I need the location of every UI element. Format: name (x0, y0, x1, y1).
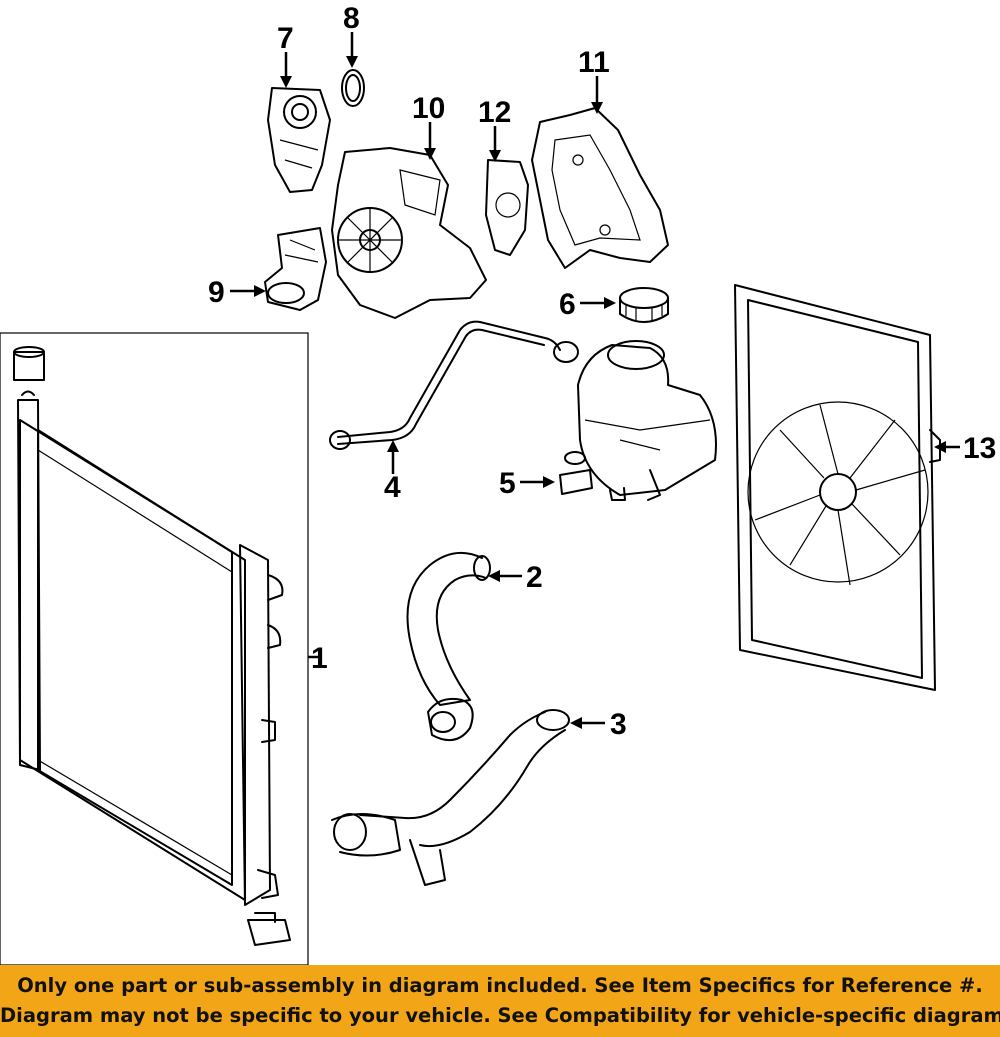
callout-12: 12 (478, 96, 511, 129)
pump-gasket-part (485, 159, 529, 256)
arrowhead-11 (591, 102, 603, 114)
coolant-reservoir-part (559, 340, 717, 501)
callout-8: 8 (343, 2, 360, 35)
upper-hose-part (406, 551, 491, 742)
arrowhead-7 (280, 76, 292, 88)
callout-11: 11 (578, 46, 610, 79)
reservoir-cap-part (619, 287, 669, 323)
o-ring-part (341, 69, 365, 107)
radiator-part (0, 332, 309, 965)
arrowhead-12 (489, 150, 501, 162)
arrowhead-4 (387, 440, 399, 452)
arrowhead-3 (570, 717, 582, 729)
arrowhead-9 (254, 285, 266, 297)
disclaimer-banner: Only one part or sub-assembly in diagram… (0, 965, 1000, 1037)
bleed-line-part (329, 320, 579, 450)
arrowhead-10 (424, 148, 436, 160)
callout-2: 2 (526, 561, 543, 594)
disclaimer-line-1: Only one part or sub-assembly in diagram… (17, 974, 983, 997)
fan-shroud-part (734, 284, 941, 691)
callout-7: 7 (277, 22, 294, 55)
arrowhead-6 (604, 297, 616, 309)
arrowhead-13 (934, 441, 946, 453)
callout-6: 6 (559, 288, 576, 321)
lower-hose-part (331, 709, 570, 886)
arrowhead-2 (488, 570, 500, 582)
arrowhead-5 (543, 476, 555, 488)
callout-3: 3 (610, 708, 627, 741)
callout-10: 10 (412, 92, 445, 125)
callout-4: 4 (384, 471, 401, 504)
timing-cover-part (531, 107, 669, 269)
thermostat-housing-part (267, 87, 331, 193)
callout-1: 1 (311, 642, 328, 675)
arrowhead-8 (346, 56, 358, 68)
parts-diagram: 1 2 3 4 5 6 7 8 9 10 11 12 13 (0, 2, 996, 965)
water-pump-part (331, 147, 487, 319)
callout-5: 5 (499, 467, 516, 500)
outlet-pipe-part (264, 227, 327, 311)
disclaimer-line-2: Diagram may not be specific to your vehi… (0, 1004, 1000, 1027)
callout-13: 13 (963, 432, 996, 465)
callout-9: 9 (208, 276, 225, 309)
